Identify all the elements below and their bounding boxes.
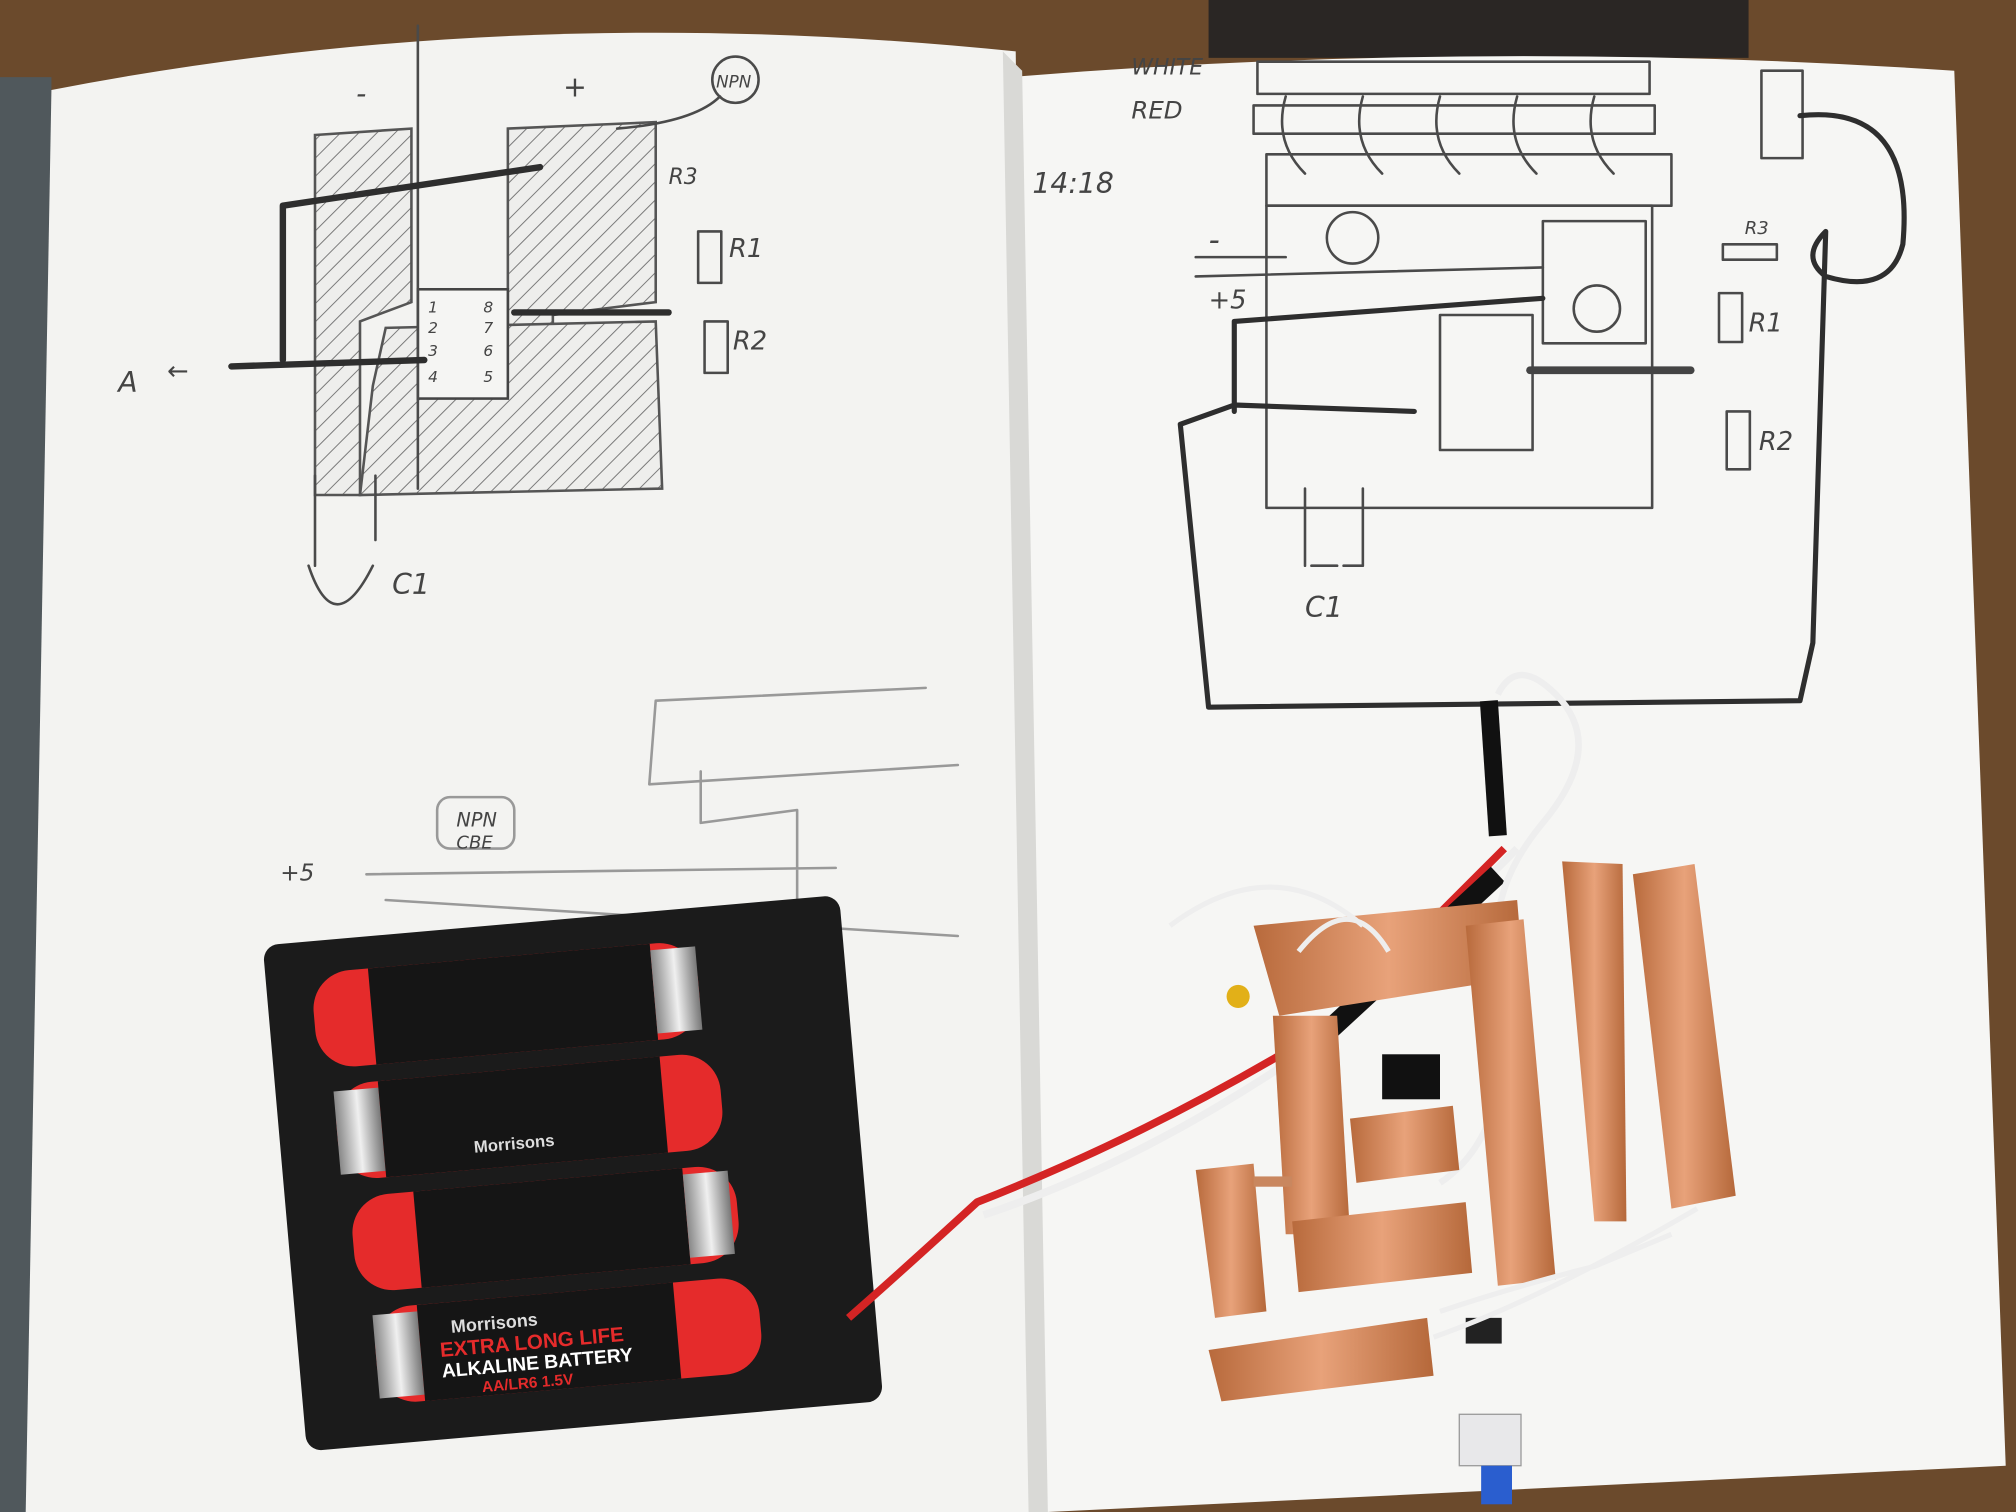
- pin-1: 1: [428, 298, 438, 316]
- right-minus-label: -: [1209, 223, 1220, 259]
- right-c1-label: C1: [1305, 591, 1343, 624]
- battery: [352, 1166, 739, 1291]
- left-r1-label: R1: [729, 234, 763, 264]
- page-gutter-shadow: [1002, 51, 1048, 1512]
- battery: [313, 943, 703, 1067]
- left-plus-label: +: [563, 70, 587, 103]
- right-circuit-sketch: WHITE RED 14:18 - +5 R3 R1 R2 C1: [1032, 56, 1907, 710]
- dark-object-top: [1208, 0, 1749, 58]
- left-minus-label: -: [356, 77, 366, 110]
- arrow-icon: ←: [167, 356, 189, 386]
- pin-6: 6: [483, 342, 493, 360]
- capacitor: [1226, 984, 1250, 1008]
- white-wire-switch: [1432, 1206, 1699, 1340]
- right-page: [1009, 56, 2006, 1512]
- copper-circuit-board: [1168, 861, 1736, 1505]
- left-circuit-sketch: - + NPN R3 R1 R2 C1 A ← 1 2 3 4 8 7 6 5 …: [116, 24, 960, 938]
- black-sleeve-top: [1479, 700, 1507, 837]
- lower-npn-label: NPN: [456, 809, 496, 832]
- push-switch: [1458, 1413, 1522, 1467]
- left-r2-label: R2: [733, 327, 767, 357]
- time-label: 14:18: [1032, 167, 1113, 200]
- pin-3: 3: [428, 342, 438, 360]
- pin-5: 5: [483, 368, 493, 386]
- lower-plus5-label: +5: [280, 861, 314, 887]
- pin-8: 8: [483, 298, 493, 316]
- pin-2: 2: [428, 319, 438, 337]
- battery: [333, 1054, 723, 1178]
- switch-button: [1481, 1465, 1512, 1505]
- pin-7: 7: [483, 319, 493, 337]
- battery: [372, 1278, 762, 1402]
- left-npn-label: NPN: [716, 71, 752, 91]
- left-r3-label: R3: [669, 165, 698, 190]
- right-r1-label: R1: [1749, 309, 1783, 339]
- left-c1-label: C1: [392, 568, 430, 601]
- pin-4: 4: [428, 368, 438, 386]
- red-wire: [846, 845, 1508, 1321]
- right-r3-label: R3: [1745, 218, 1769, 239]
- red-label: RED: [1131, 95, 1182, 124]
- right-plus5-label: +5: [1209, 286, 1247, 316]
- resistor: [1253, 1176, 1293, 1187]
- white-label: WHITE: [1131, 56, 1203, 81]
- ic-chip: [1382, 1054, 1440, 1100]
- right-r2-label: R2: [1759, 427, 1793, 457]
- lower-cbe-label: CBE: [456, 833, 493, 854]
- left-output-label: A: [116, 366, 137, 399]
- battery-holder: Morrisons EXTRA LONG LIFE ALKALINE BATTE…: [263, 896, 883, 1451]
